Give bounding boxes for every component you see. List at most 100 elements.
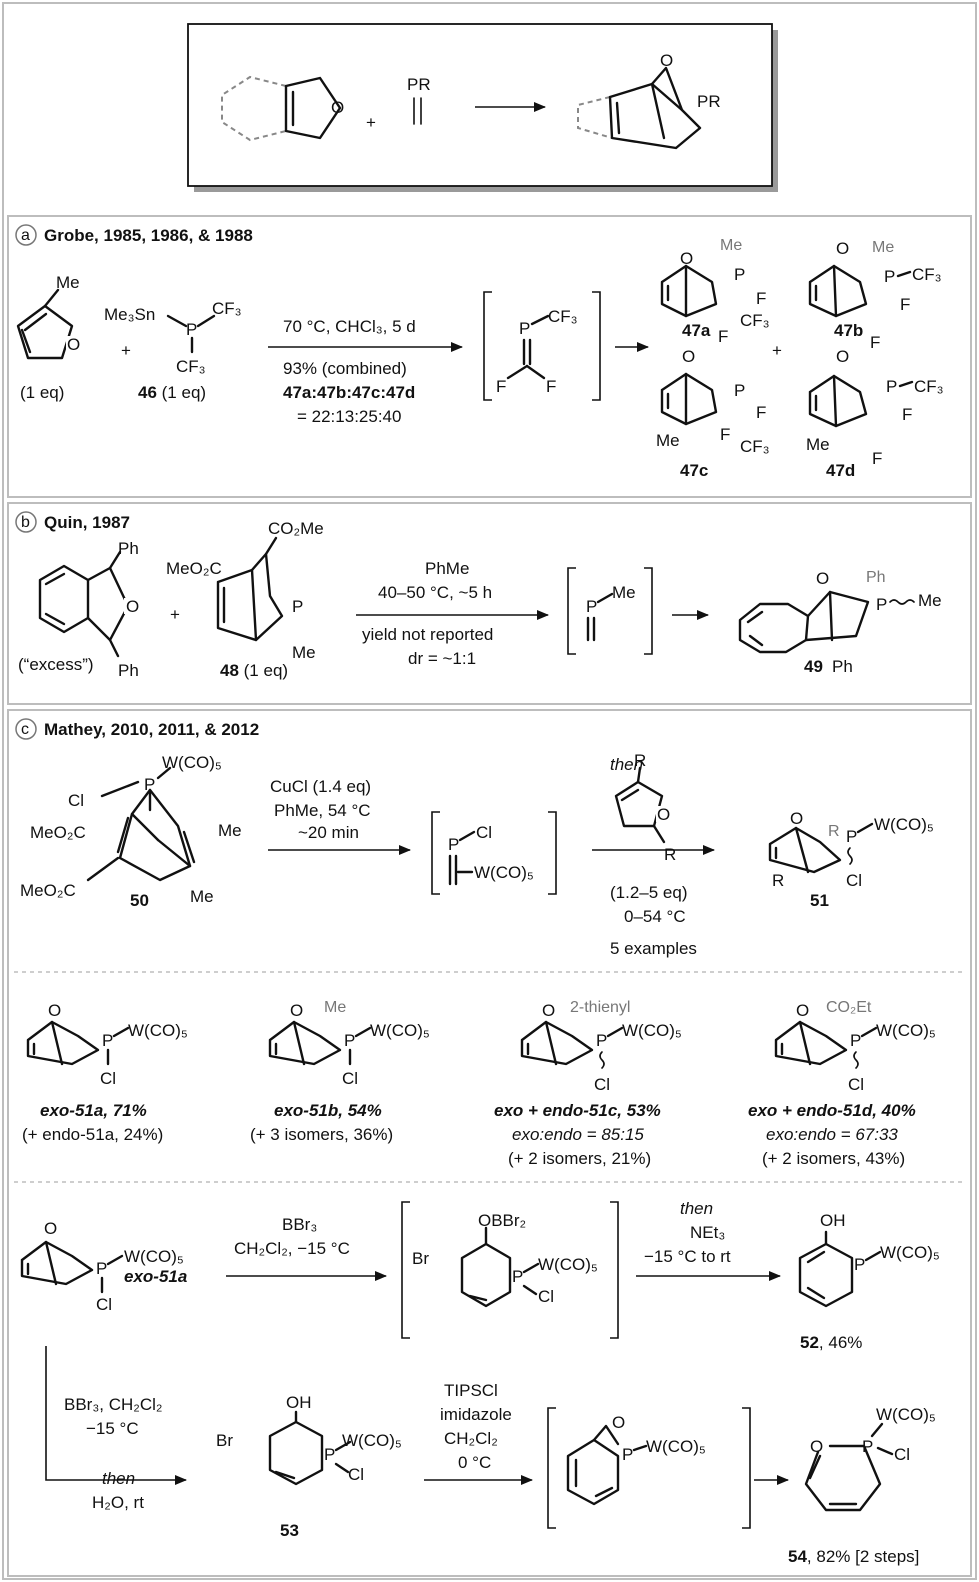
d-int-br: Br (412, 1249, 429, 1268)
c-51: O R P W(CO)₅ Cl R 51 (768, 809, 934, 910)
c-51-p: P (846, 827, 857, 846)
d-arrow-3 (45, 1346, 187, 1485)
c-ex-51d-line1: exo + endo-51d, 40% (748, 1101, 916, 1120)
c-ex-51c-sub: 2-thienyl (570, 999, 630, 1016)
b-48-p: P (292, 597, 303, 616)
c-r1: R (634, 751, 646, 770)
b-49: O Ph P Me Ph 49 (738, 569, 942, 676)
d-53-br: Br (216, 1431, 233, 1450)
c-ex-51c-cl: Cl (594, 1075, 610, 1094)
c-example-51a: O P W(CO)₅ Cl exo-51a, 71% (+ endo-51a, … (22, 1001, 188, 1144)
c-ex-51a-w: W(CO)₅ (128, 1021, 188, 1040)
d-epoxide: O P W(CO)₅ (566, 1413, 706, 1506)
c-ex-51a-line2: (+ endo-51a, 24%) (22, 1125, 163, 1144)
d-52-label: 52, 46% (800, 1333, 862, 1352)
panel-b: b Quin, 1987 O Ph Ph (“excess”) + CO₂Me … (7, 502, 972, 705)
c-r2: R (664, 845, 676, 864)
b-solvent: PhMe (425, 559, 469, 578)
c-ex-51c-o: O (542, 1001, 555, 1020)
panel-c-badge-letter: c (21, 721, 29, 738)
general-plus: + (366, 113, 376, 132)
c-examples: 5 examples (610, 939, 697, 958)
c-ex-51b-cl: Cl (342, 1069, 358, 1088)
a-47d-me: Me (806, 435, 830, 454)
a-int-cf3: CF₃ (548, 307, 578, 326)
panel-a-badge (15, 224, 37, 246)
d-sm-p: P (96, 1259, 107, 1278)
general-furan-o: O (331, 98, 344, 117)
c-ex-51d-cl: Cl (848, 1075, 864, 1094)
d-53-p: P (324, 1445, 335, 1464)
c-cucl: CuCl (1.4 eq) (270, 777, 371, 796)
a-47a-p: P (734, 265, 745, 284)
d-52-p: P (854, 1255, 865, 1274)
general-scheme: O + PR O PR (187, 23, 778, 192)
c-ex-51d-line3: (+ 2 isomers, 43%) (762, 1149, 905, 1168)
c-ex-51b-o: O (290, 1001, 303, 1020)
a-47c-o: O (682, 347, 695, 366)
d-low-then: then (102, 1469, 135, 1488)
c-ex-51d-o: O (796, 1001, 809, 1020)
a-47d-cf3: CF₃ (914, 377, 944, 396)
c-ex-51b-sub: Me (324, 999, 346, 1016)
d-net3: NEt₃ (690, 1223, 725, 1242)
a-47c-cf3: CF₃ (740, 437, 770, 456)
b-yield: yield not reported (362, 625, 493, 644)
d-int-obbr2: OBBr₂ (478, 1211, 526, 1230)
d-low-cond2: −15 °C (86, 1419, 139, 1438)
c-50-meo2c-2: MeO₂C (20, 881, 76, 900)
c-51-r-top: R (828, 823, 840, 840)
c-50-me-1: Me (218, 821, 242, 840)
a-47b: O Me P CF₃ F F 47b (808, 239, 942, 352)
c-50-wco5: W(CO)₅ (162, 753, 222, 772)
a-46-me3sn: Me₃Sn (104, 305, 155, 324)
d-then: then (680, 1199, 713, 1218)
b-48: CO₂Me MeO₂C P Me 48 (1 eq) (166, 519, 324, 680)
a-47d-o: O (836, 347, 849, 366)
c-furan-o: O (657, 805, 670, 824)
a-47a-f2: F (718, 327, 728, 346)
d-int-cl: Cl (538, 1287, 554, 1306)
b-49-ph-bot: Ph (832, 657, 853, 676)
a-conditions: 70 °C, CHCl₃, 5 d (283, 317, 416, 336)
a-47c-p: P (734, 381, 745, 400)
c-ex-51c-p: P (596, 1031, 607, 1050)
c-51-r-bot: R (772, 871, 784, 890)
d-ep-w: W(CO)₅ (646, 1437, 706, 1456)
d-int-p: P (512, 1267, 523, 1286)
d-54-o: O (810, 1437, 823, 1456)
c-examples-row: O P W(CO)₅ Cl exo-51a, 71% (+ endo-51a, … (22, 999, 936, 1168)
a-ratio: = 22:13:25:40 (297, 407, 401, 426)
d-bbr3: BBr₃ (282, 1215, 317, 1234)
d-int-w: W(CO)₅ (538, 1255, 598, 1274)
a-47d-f1: F (902, 405, 912, 424)
c-example-51b: O Me P W(CO)₅ Cl exo-51b, 54% (+ 3 isome… (250, 999, 430, 1144)
a-47a-label: 47a (682, 321, 711, 340)
c-int-p: P (448, 835, 459, 854)
a-47c-label: 47c (680, 461, 708, 480)
b-ibf-ph1: Ph (118, 539, 139, 558)
d-low-cond3: H₂O, rt (92, 1493, 144, 1512)
panel-a-title: Grobe, 1985, 1986, & 1988 (44, 226, 253, 245)
d-54-p: P (862, 1437, 873, 1456)
c-50-label: 50 (130, 891, 149, 910)
d-sm-w: W(CO)₅ (124, 1247, 184, 1266)
a-47b-f1: F (900, 295, 910, 314)
d-sm-cl: Cl (96, 1295, 112, 1314)
b-ibf-ph2: Ph (118, 661, 139, 680)
c-example-51d: O CO₂Et P W(CO)₅ Cl exo + endo-51d, 40% … (748, 999, 936, 1168)
b-plus: + (170, 605, 180, 624)
c-50-meo2c-1: MeO₂C (30, 823, 86, 842)
general-prod-o: O (660, 51, 673, 70)
c-int-w: W(CO)₅ (474, 863, 534, 882)
a-47a-me: Me (720, 237, 742, 254)
d-sm-label: exo-51a (124, 1267, 187, 1286)
d-sm-o: O (44, 1219, 57, 1238)
c-ex-51b-p: P (344, 1031, 355, 1050)
a-46-cf3-bot: CF₃ (176, 357, 206, 376)
c-ex-51d-w: W(CO)₅ (876, 1021, 936, 1040)
panel-b-badge (15, 511, 37, 533)
a-47d: O P CF₃ F F Me 47d (806, 347, 944, 480)
a-46-label: 46 (1 eq) (138, 383, 206, 402)
c-ex-51c-line1: exo + endo-51c, 53% (494, 1101, 661, 1120)
